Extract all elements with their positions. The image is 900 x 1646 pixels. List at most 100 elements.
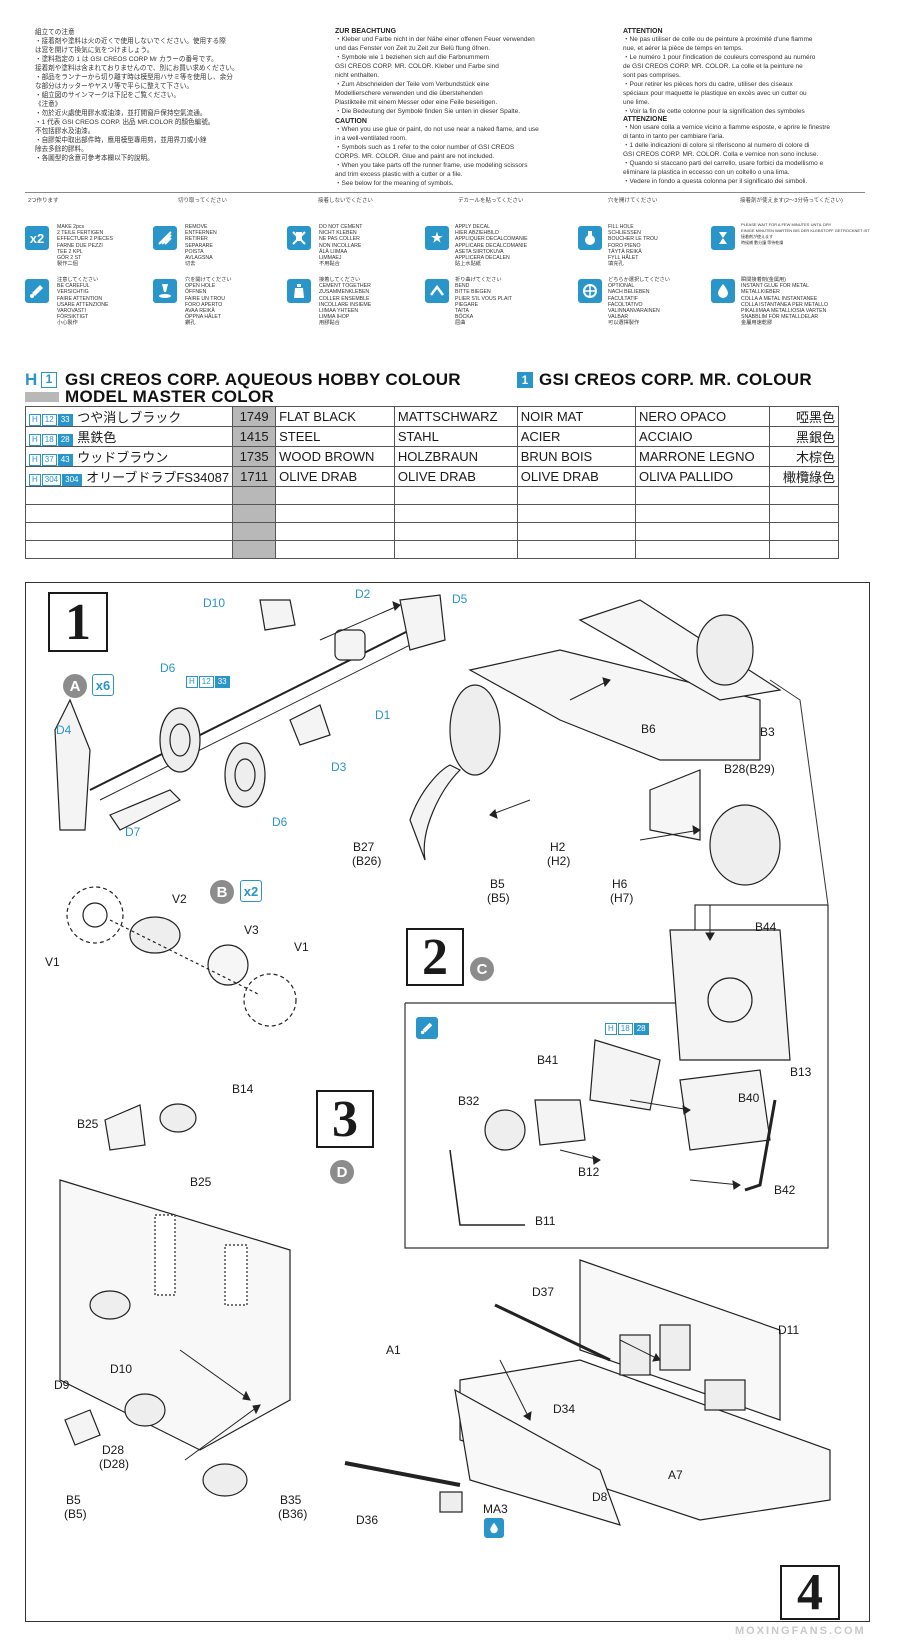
- part-label: (D28): [99, 1457, 130, 1471]
- part-label: B11: [535, 1214, 556, 1228]
- french-name: OLIVE DRAB: [516, 466, 637, 487]
- decal-icon: ★: [425, 226, 449, 250]
- part-label: (B5): [64, 1507, 87, 1521]
- part-label: B35: [280, 1493, 302, 1507]
- mr-code: 33: [57, 414, 73, 426]
- instant-glue-icon: [711, 279, 735, 303]
- mr-colour-title: GSI CREOS CORP. MR. COLOUR: [539, 370, 812, 389]
- notes-french-italian: ATTENTION ・Ne pas utiliser de colle ou d…: [623, 28, 858, 186]
- master-number: 1415: [232, 426, 277, 447]
- german-notes: ・Kleber und Farbe nicht in der Nähe eine…: [335, 36, 535, 115]
- part-label: B27: [353, 840, 375, 854]
- french-name: ACIER: [516, 426, 637, 447]
- part-label: D10: [203, 596, 226, 610]
- part-label: D3: [331, 760, 347, 774]
- jp-name: つや消しブラック: [77, 410, 182, 425]
- do-not-cement-icon: [287, 226, 311, 250]
- part-label: D6: [160, 661, 176, 675]
- french-heading: ATTENTION: [623, 28, 663, 35]
- part-label: V1: [294, 940, 309, 954]
- h-code: 12: [198, 676, 214, 688]
- part-label: B40: [738, 1091, 760, 1105]
- part-label: B41: [537, 1053, 559, 1067]
- part-label: B12: [578, 1165, 600, 1179]
- h-code: H: [29, 454, 41, 466]
- master-number: 1749: [232, 406, 277, 427]
- part-label: (H7): [610, 891, 634, 905]
- mr-code: 43: [57, 454, 73, 466]
- legend-label: REMOVE ENTFERNEN RETIRER SEPARARE POISTA…: [185, 224, 217, 268]
- divider-line: [25, 192, 865, 193]
- part-label: A1: [386, 1343, 401, 1357]
- h-code: H: [29, 474, 41, 486]
- watermark: MOXINGFANS.COM: [735, 1625, 866, 1637]
- part-label: D5: [452, 592, 468, 606]
- strip-text: 接着しないでください: [318, 198, 373, 204]
- master-swatch: [25, 392, 59, 402]
- german-heading: ZUR BEACHTUNG: [335, 28, 397, 35]
- part-label: B42: [774, 1183, 796, 1197]
- legend-label: 折り曲げてください BEND BITTE BIEGEN PLIER S'IL V…: [455, 277, 513, 327]
- legend-label: どちらか選択してください OPTIONAL NACH BELIEBEN FACU…: [608, 277, 670, 327]
- strip-text: 切り取ってください: [178, 198, 228, 204]
- italian-name: NERO OPACO: [635, 406, 770, 427]
- make-two-icon: x2: [25, 226, 49, 250]
- step-1-number: 1: [48, 592, 108, 652]
- part-label: D9: [54, 1378, 70, 1392]
- cement-icon: [287, 279, 311, 303]
- assembly-area: [25, 582, 870, 1622]
- h-label: H: [25, 370, 38, 389]
- master-title: MODEL MASTER COLOR: [65, 387, 275, 406]
- chinese-name: 啞黑色: [768, 406, 840, 427]
- part-label: D11: [778, 1323, 800, 1337]
- part-label: V3: [244, 923, 259, 937]
- part-label: B3: [760, 725, 775, 739]
- part-label: B44: [755, 920, 777, 934]
- strip-text: デカールを貼ってください: [458, 198, 524, 204]
- part-label: B25: [190, 1175, 212, 1189]
- part-label: MA3: [483, 1502, 508, 1516]
- caution-heading: CAUTION: [335, 118, 367, 125]
- fill-hole-icon: [578, 226, 602, 250]
- mr-code: 304: [62, 474, 82, 486]
- part-label: B5: [66, 1493, 81, 1507]
- english-name: OLIVE DRAB: [275, 466, 395, 487]
- english-name: STEEL: [275, 426, 395, 447]
- part-label: (B36): [278, 1507, 308, 1521]
- italian-name: ACCIAIO: [635, 426, 770, 447]
- h-code: H: [605, 1023, 617, 1035]
- part-label: (B5): [487, 891, 510, 905]
- part-label: B25: [77, 1117, 99, 1131]
- step-3-number: 3: [316, 1090, 374, 1148]
- strip-text: 接着剤が使えます(2〜3分待ってください): [740, 198, 843, 204]
- instant-glue-icon: [484, 1518, 504, 1538]
- part-label: B13: [790, 1065, 812, 1079]
- h-code: 18: [41, 434, 57, 446]
- strip-text: 穴を開けてください: [608, 198, 658, 204]
- part-label: B28(B29): [724, 762, 775, 776]
- part-label: D6: [272, 815, 288, 829]
- notes-japanese-chinese: 組立ての注意 ・接着剤や塗料は火の近くで使用しないでください。使用する際 は窓を…: [35, 29, 239, 162]
- mr-code: 28: [633, 1023, 649, 1035]
- legend-label: MAKE 2pcs 2 TEILE FERTIGEN EFFECTUER 2 P…: [57, 224, 113, 268]
- symbol-strip: 2つ作ります 切り取ってください 接着しないでください デカールを貼ってください…: [28, 196, 868, 208]
- french-notes: ・Ne pas utiliser de colle ou de peinture…: [623, 36, 816, 115]
- step-4-number: 4: [780, 1564, 840, 1621]
- paint-header: H 1 GSI CREOS CORP. AQUEOUS HOBBY COLOUR…: [25, 370, 875, 406]
- legend-label: 穴を開けてください OPEN HOLE ÖFFNEN FAIRE UN TROU…: [185, 277, 232, 327]
- jp-name: ウッドブラウン: [77, 450, 169, 465]
- part-label: D2: [355, 587, 371, 601]
- careful-icon: [25, 279, 49, 303]
- h-code: 37: [41, 454, 57, 466]
- remove-icon: [153, 226, 177, 250]
- part-label: V1: [45, 955, 60, 969]
- step-2-sub-badge: C: [470, 957, 494, 981]
- french-name: NOIR MAT: [516, 406, 637, 427]
- legend-label: PLEASE WAIT FOR A FEW MINUTES UNTIL DRY …: [741, 222, 870, 245]
- step-2-number: 2: [406, 928, 464, 986]
